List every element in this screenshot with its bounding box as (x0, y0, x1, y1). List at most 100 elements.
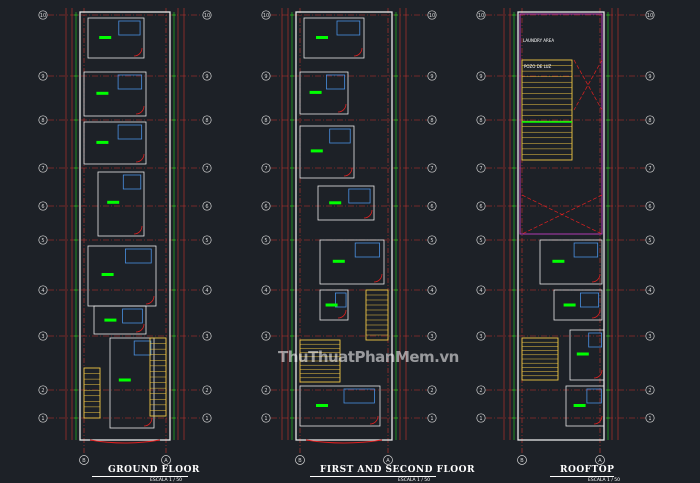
axis-bubble (476, 331, 486, 341)
door-swing (143, 417, 153, 427)
furniture-block (133, 340, 152, 356)
outer-wall (517, 11, 605, 441)
room-wall (97, 171, 145, 237)
room-wall (83, 71, 147, 117)
furniture-block (588, 332, 603, 348)
door-swing (373, 273, 383, 283)
axis-bubble (261, 331, 271, 341)
rooftop-title: ROOFTOP (560, 465, 615, 475)
axis-bubble (476, 10, 486, 20)
axis-bubble (427, 201, 437, 211)
axis-bubble (38, 385, 48, 395)
axis-label: 5 (205, 238, 208, 244)
axis-label: 9 (648, 74, 651, 80)
axis-label: 8 (479, 118, 482, 124)
axis-label: 10 (40, 13, 46, 19)
furniture-block (122, 308, 143, 324)
axis-bubble (645, 115, 655, 125)
column-bubble (517, 455, 527, 465)
axis-label: 8 (648, 118, 651, 124)
axis-label: 2 (479, 388, 482, 394)
axis-bubble (38, 285, 48, 295)
roof-diagonal (573, 59, 603, 111)
axis-bubble (261, 201, 271, 211)
axis-label: 6 (430, 204, 433, 210)
axis-bubble (427, 71, 437, 81)
axis-bubble (38, 331, 48, 341)
axis-label: 6 (205, 204, 208, 210)
axis-label: 1 (264, 416, 267, 422)
ground-floor-scale: ESCALA 1 / 50 (150, 478, 183, 483)
door-swing (337, 103, 347, 113)
axis-label: 8 (205, 118, 208, 124)
ground-floor-title-underline (92, 476, 188, 477)
axis-label: 6 (479, 204, 482, 210)
door-swing (343, 167, 353, 177)
column-bubble (161, 455, 171, 465)
axis-bubble (38, 413, 48, 423)
stair (83, 367, 101, 419)
axis-bubble (476, 385, 486, 395)
axis-label: 3 (205, 334, 208, 340)
axis-label: 8 (430, 118, 433, 124)
axis-label: 3 (479, 334, 482, 340)
axis-label: 7 (648, 166, 651, 172)
axis-label: 9 (264, 74, 267, 80)
front-curve (305, 439, 383, 444)
furniture-block (586, 388, 602, 404)
furniture-block (125, 248, 152, 264)
door-swing (353, 47, 363, 57)
axis-bubble (427, 285, 437, 295)
room-wall (109, 337, 155, 429)
roof-terrace-outline (519, 13, 603, 235)
first-floor-title: FIRST AND SECOND FLOOR (320, 465, 475, 475)
door-swing (145, 295, 155, 305)
axis-bubble (476, 115, 486, 125)
axis-bubble (38, 163, 48, 173)
axis-label: 4 (205, 288, 208, 294)
axis-label: 6 (648, 204, 651, 210)
rooftop-scale: ESCALA 1 / 50 (588, 478, 621, 483)
axis-bubble (645, 235, 655, 245)
room-tag (118, 378, 131, 382)
axis-bubble (38, 115, 48, 125)
furniture-block (334, 292, 347, 308)
axis-label: 1 (205, 416, 208, 422)
column-label: B (82, 458, 86, 464)
axis-bubble (38, 10, 48, 20)
axis-bubble (202, 235, 212, 245)
room-wall (303, 17, 365, 59)
axis-bubble (645, 285, 655, 295)
axis-bubble (261, 71, 271, 81)
axis-bubble (261, 285, 271, 295)
axis-bubble (476, 285, 486, 295)
axis-label: 3 (264, 334, 267, 340)
ground-floor-title: GROUND FLOOR (108, 465, 200, 475)
room-wall (539, 239, 603, 285)
door-swing (593, 369, 603, 379)
axis-label: 1 (430, 416, 433, 422)
axis-bubble (261, 115, 271, 125)
axis-label: 3 (648, 334, 651, 340)
room-wall (569, 329, 605, 381)
axis-label: 2 (205, 388, 208, 394)
room-tag (101, 273, 114, 276)
furniture-block (122, 174, 142, 190)
column-bubble (383, 455, 393, 465)
axis-bubble (202, 285, 212, 295)
axis-bubble (645, 201, 655, 211)
axis-label: 8 (264, 118, 267, 124)
door-swing (591, 309, 601, 319)
door-swing (363, 209, 373, 219)
outer-wall (79, 11, 171, 441)
axis-label: 10 (647, 13, 653, 19)
furniture-block (354, 242, 380, 258)
axis-label: 3 (41, 334, 44, 340)
door-swing (135, 323, 145, 333)
pozo-de-luz-label: POZO DE LUZ (524, 64, 552, 69)
axis-label: 9 (479, 74, 482, 80)
first-floor-scale: ESCALA 1 / 50 (398, 478, 431, 483)
door-swing (337, 309, 347, 319)
axis-label: 6 (41, 204, 44, 210)
axis-bubble (261, 163, 271, 173)
